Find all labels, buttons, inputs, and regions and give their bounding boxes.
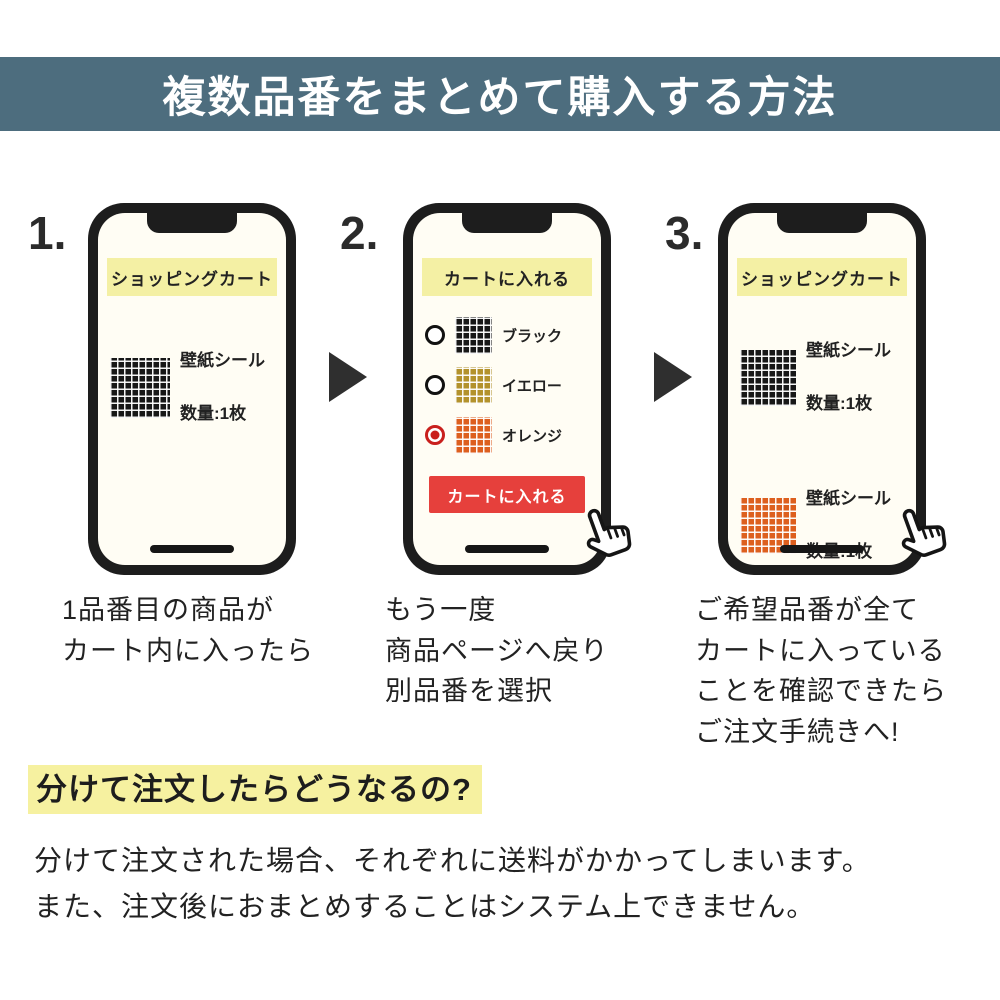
step-number-1: 1. (28, 207, 67, 259)
page-title: 複数品番をまとめて購入する方法 (162, 74, 838, 122)
phone-step-3: ショッピングカート 壁紙シール 数量:1枚 壁紙シール 数量:1枚 (718, 203, 947, 575)
swatch-black (455, 316, 492, 354)
arrow-right-icon (654, 352, 692, 402)
product-qty: 数量:1枚 (806, 394, 873, 414)
hand-cursor-icon (566, 492, 648, 574)
color-option-orange[interactable]: オレンジ (425, 416, 589, 454)
note-heading-highlight: 分けて注文したらどうなるの? (28, 765, 482, 814)
color-option-list: ブラック イエロー オレンジ (413, 316, 601, 454)
product-info: 壁紙シール 数量:1枚 (180, 322, 265, 454)
option-label: オレンジ (502, 427, 563, 445)
note-body: 分けて注文された場合、それぞれに送料がかかってしまいます。 また、注文後におまと… (34, 845, 871, 923)
home-indicator (150, 545, 234, 553)
step-2-caption: もう一度 商品ページへ戻り 別品番を選択 (385, 595, 609, 706)
step-1-caption: 1品番目の商品が カート内に入ったら (62, 595, 314, 666)
phone-step-2: カートに入れる ブラック イエロー オレンジ カートに入れる (403, 203, 632, 575)
title-banner: 複数品番をまとめて購入する方法 (0, 57, 1000, 131)
phone-2-screen: カートに入れる ブラック イエロー オレンジ カートに入れる (413, 213, 601, 565)
product-qty: 数量:1枚 (180, 404, 247, 424)
option-label: イエロー (502, 377, 562, 395)
phone-step-1: ショッピングカート 壁紙シール 数量:1枚 (88, 203, 296, 575)
phone-3-screen: ショッピングカート 壁紙シール 数量:1枚 壁紙シール 数量:1枚 (728, 213, 916, 565)
product-swatch-orange (740, 497, 796, 554)
color-option-black[interactable]: ブラック (425, 316, 589, 354)
phone-notch (777, 213, 867, 233)
product-swatch-black (110, 357, 170, 418)
radio-selected-icon[interactable] (425, 425, 445, 445)
color-option-yellow[interactable]: イエロー (425, 366, 589, 404)
phone-notch (462, 213, 552, 233)
cart-item: 壁紙シール 数量:1枚 (740, 312, 904, 444)
cart-header: ショッピングカート (737, 258, 907, 296)
cart-item-list: 壁紙シール 数量:1枚 壁紙シール 数量:1枚 (728, 312, 916, 565)
phone-notch (147, 213, 237, 233)
cart-item-list: 壁紙シール 数量:1枚 (98, 322, 286, 454)
hand-cursor-icon (881, 492, 963, 574)
swatch-orange (455, 416, 492, 454)
radio-unselected-icon[interactable] (425, 325, 445, 345)
phone-1-screen: ショッピングカート 壁紙シール 数量:1枚 (98, 213, 286, 565)
step-3-caption: ご希望品番が全て カートに入っている ことを確認できたら ご注文手続きへ! (695, 595, 947, 747)
home-indicator (465, 545, 549, 553)
option-label: ブラック (502, 327, 563, 345)
add-to-cart-header: カートに入れる (422, 258, 592, 296)
swatch-yellow (455, 366, 492, 404)
product-swatch-black (740, 349, 796, 406)
add-to-cart-button[interactable]: カートに入れる (429, 476, 585, 513)
arrow-right-icon (329, 352, 367, 402)
product-info: 壁紙シール 数量:1枚 (806, 312, 891, 444)
product-name: 壁紙シール (806, 489, 891, 509)
step-number-3: 3. (665, 207, 704, 259)
note-heading: 分けて注文したらどうなるの? (28, 764, 482, 814)
step-number-2: 2. (340, 207, 379, 259)
radio-unselected-icon[interactable] (425, 375, 445, 395)
cart-item: 壁紙シール 数量:1枚 (110, 322, 274, 454)
cart-header: ショッピングカート (107, 258, 277, 296)
home-indicator (780, 545, 864, 553)
product-name: 壁紙シール (180, 351, 265, 371)
product-name: 壁紙シール (806, 341, 891, 361)
cart-item: 壁紙シール 数量:1枚 (740, 460, 904, 565)
